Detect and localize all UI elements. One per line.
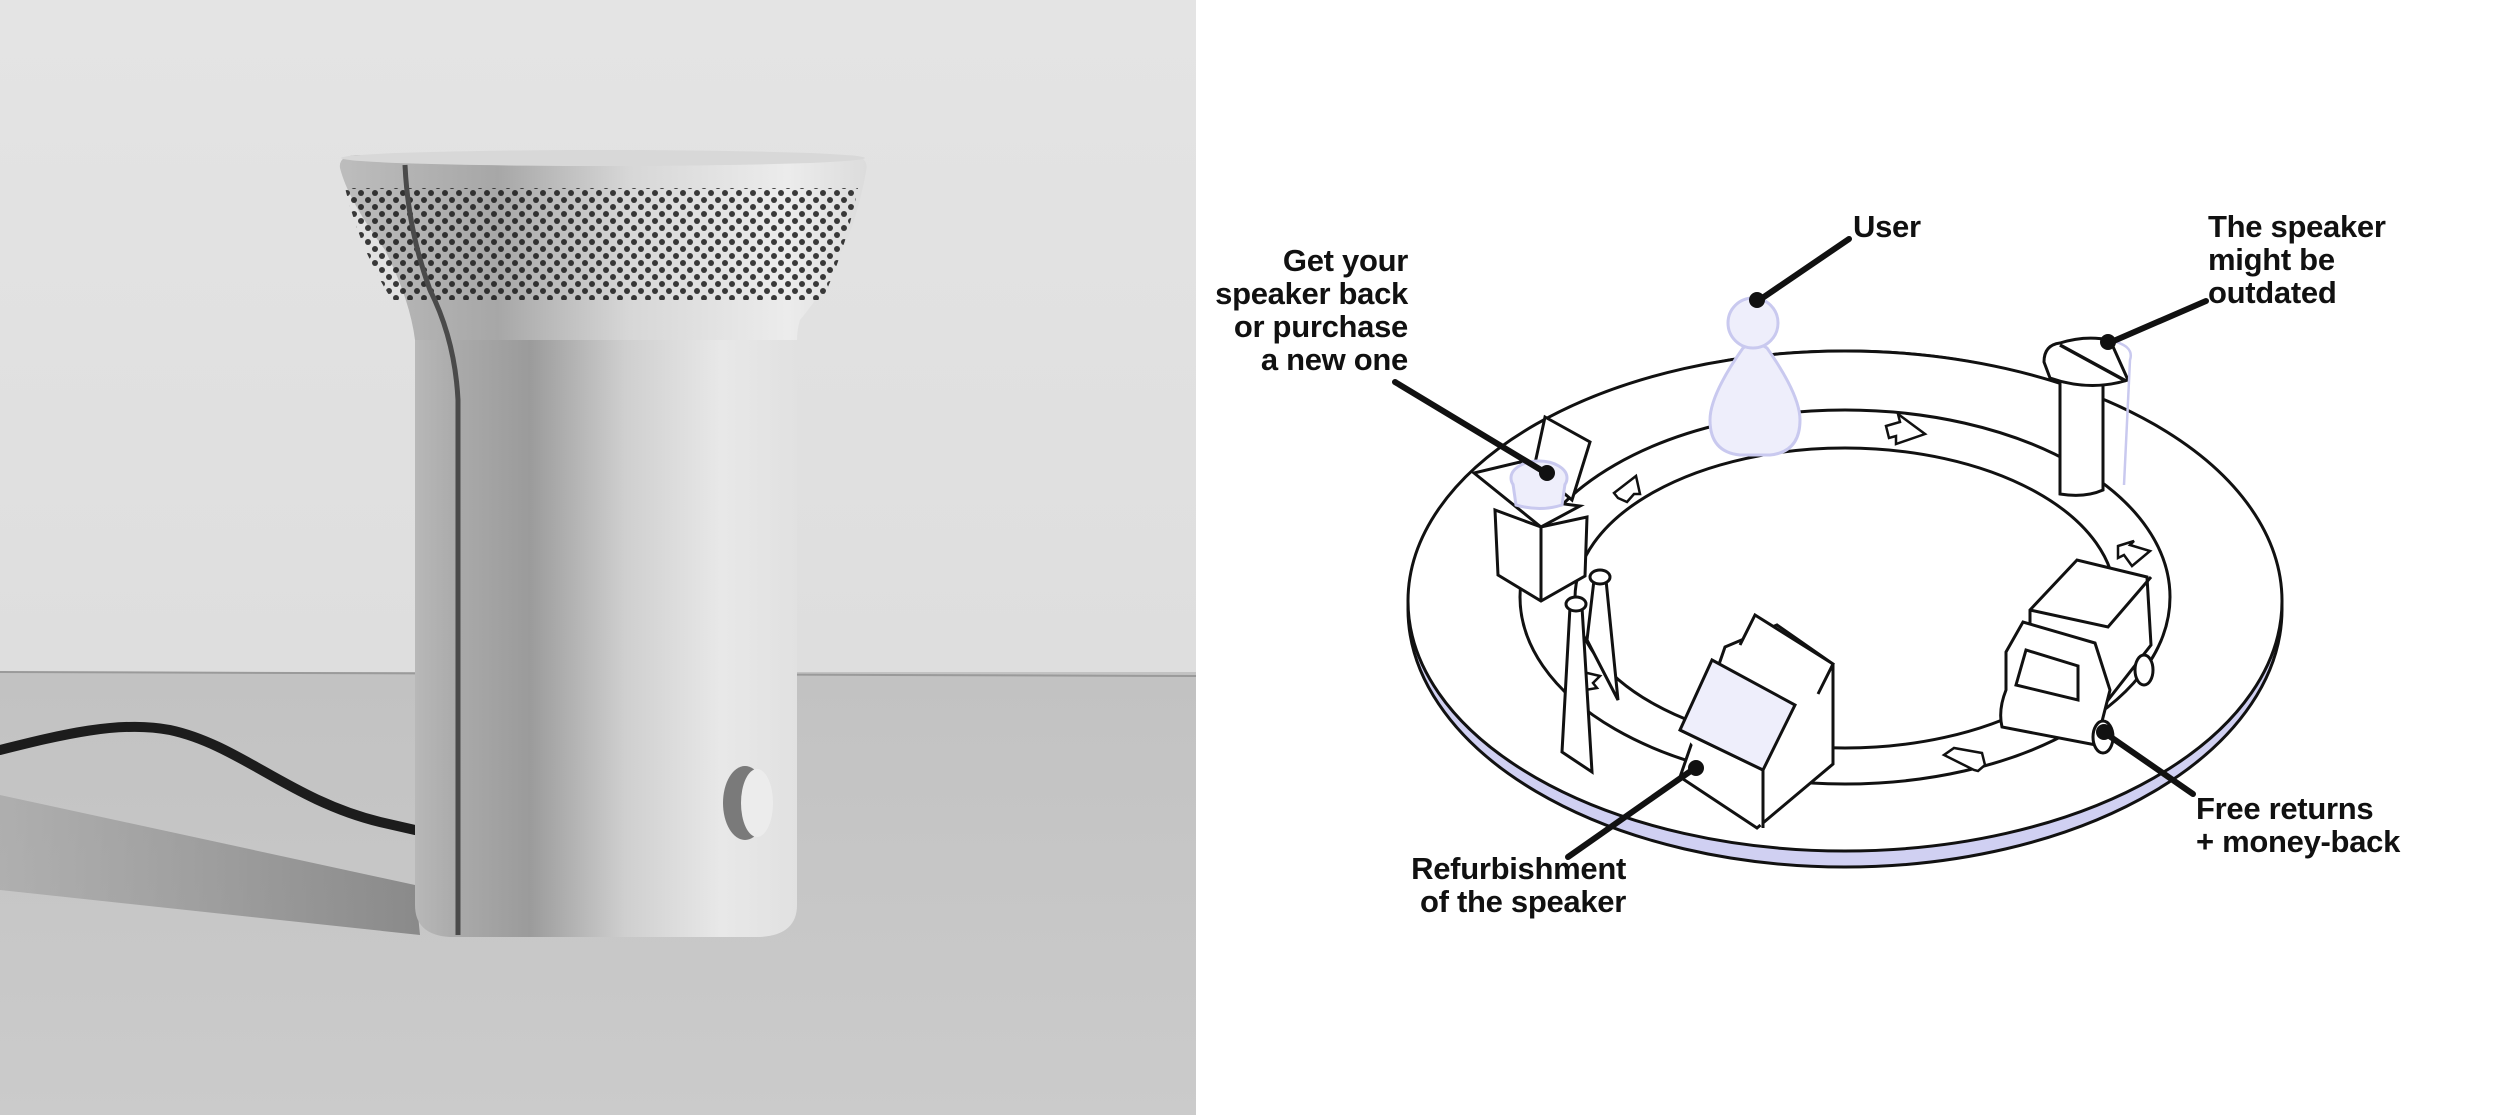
- speaker-seam: [402, 164, 461, 935]
- delivery-truck-icon: [1999, 558, 2155, 755]
- label-refurbishment: Refurbishment of the speaker: [1411, 851, 1626, 919]
- label-user: User: [1853, 209, 1921, 244]
- arrow-left-icon: [1941, 746, 1987, 773]
- user-figure-icon: [1708, 296, 1802, 457]
- arrow-down-icon: [2116, 539, 2153, 568]
- speaker-photo: [0, 0, 1196, 1115]
- label-free-returns: Free returns + money-back: [2196, 791, 2401, 859]
- speaker-shadow: [0, 795, 420, 935]
- factory-icon: [1560, 568, 1835, 830]
- cycle-diagram-graphic: [1392, 236, 2284, 869]
- arrow-up-right-icon: [1612, 473, 1642, 504]
- speaker-grille: [345, 188, 858, 300]
- speaker-body: [415, 330, 797, 937]
- label-outdated-speaker: The speaker might be outdated: [2208, 209, 2386, 310]
- speaker-photo-illustration: [0, 0, 1196, 1115]
- speaker-rim: [341, 150, 865, 166]
- speaker-icon: [2042, 336, 2132, 497]
- circular-service-diagram: User The speaker might be outdated Get y…: [1196, 0, 2500, 1115]
- label-get-speaker-back: Get your speaker back or purchase a new …: [1215, 243, 1408, 377]
- leader-lines: [1392, 236, 2209, 860]
- track-outer-line: [1518, 408, 2172, 786]
- arrow-right-icon: [1884, 410, 1928, 446]
- power-cable: [0, 721, 420, 835]
